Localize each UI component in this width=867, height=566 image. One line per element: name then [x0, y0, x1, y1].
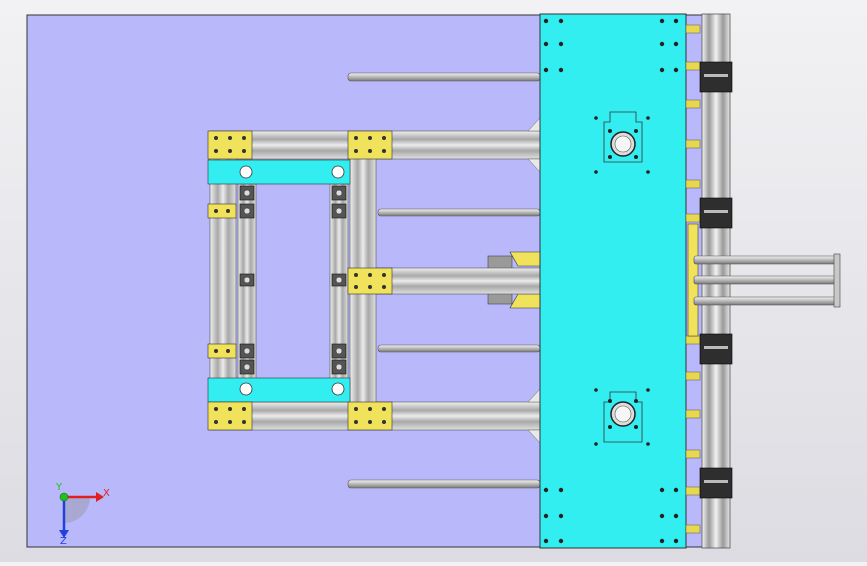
corner-brackets [207, 130, 393, 431]
y-axis-label: Y [55, 482, 63, 493]
guide-rod-mid-lower[interactable] [377, 344, 541, 353]
z-axis-label: Z [60, 536, 67, 547]
guide-rod-mid-upper[interactable] [377, 208, 541, 217]
y-axis-indicator [59, 492, 69, 502]
side-cylinder[interactable] [687, 223, 841, 337]
extrusion-post-left[interactable] [209, 157, 237, 405]
bearing-housing-top[interactable] [603, 111, 643, 163]
pneumatic-cylinder[interactable] [487, 251, 541, 309]
bearing-housing-bottom[interactable] [603, 391, 643, 443]
z-axis-arrowhead [59, 530, 69, 538]
carriage-pins [685, 24, 701, 534]
carriage-plate[interactable] [539, 13, 687, 549]
coordinate-triad: X Y Z [55, 482, 110, 547]
cross-plate-holes [239, 165, 345, 396]
cross-plate-top[interactable] [207, 159, 351, 185]
cross-plate-bottom[interactable] [207, 377, 351, 403]
extrusion-beam-mid[interactable] [375, 267, 541, 295]
x-axis-arrowhead [96, 492, 104, 502]
guide-rod-top[interactable] [347, 72, 541, 82]
carriage-bolt-holes [543, 18, 679, 544]
guide-rod-bottom[interactable] [347, 479, 541, 489]
x-axis-label: X [103, 488, 110, 499]
